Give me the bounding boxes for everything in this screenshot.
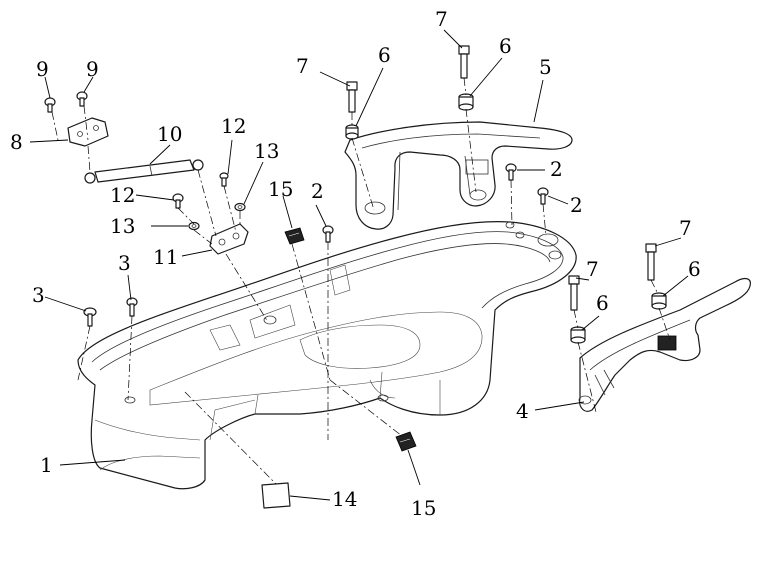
hinge-bracket-part [209, 223, 249, 255]
callout-9b: 9 [86, 57, 99, 81]
callout-10: 10 [157, 122, 182, 146]
assembly-axis-lines [51, 77, 671, 485]
screw-3a [83, 307, 97, 327]
bolt-7a [346, 81, 358, 113]
callout-2c: 2 [570, 193, 583, 217]
callout-14: 14 [332, 487, 357, 511]
callout-7a: 7 [296, 54, 309, 78]
callout-3b: 3 [118, 251, 131, 275]
screw-2c [537, 187, 549, 205]
screw-2b [505, 163, 517, 181]
storage-bin-part [77, 221, 577, 490]
washer-13b [234, 202, 246, 212]
callout-numbers: 1 2 2 2 3 3 4 5 6 6 6 6 7 7 7 7 8 9 9 10… [10, 7, 701, 520]
bolt-7c [568, 275, 580, 311]
callout-9a: 9 [36, 57, 49, 81]
callout-4: 4 [516, 399, 529, 423]
callout-12a: 12 [110, 183, 135, 207]
screw-2a [322, 225, 334, 243]
callout-1: 1 [40, 453, 53, 477]
callout-3a: 3 [32, 283, 45, 307]
callout-7b: 7 [435, 7, 448, 31]
spacer-6b [458, 93, 474, 111]
callout-2a: 2 [311, 179, 324, 203]
callout-5: 5 [539, 55, 552, 79]
callout-6d: 6 [688, 257, 701, 281]
washer-13a [188, 221, 200, 231]
bolt-7b [458, 45, 470, 79]
callout-13b: 13 [254, 139, 279, 163]
callout-11: 11 [153, 245, 178, 269]
gas-strut-part [84, 159, 204, 184]
callout-leader-lines [29, 29, 689, 501]
side-grab-rail-part [578, 277, 751, 412]
callout-12b: 12 [221, 114, 246, 138]
screw-9b [76, 91, 88, 107]
spacer-6d [651, 292, 667, 310]
spacer-6a [345, 124, 359, 140]
bracket-part [67, 117, 109, 147]
rear-grab-handle-part [344, 121, 573, 230]
fasteners [44, 45, 667, 509]
callout-6c: 6 [596, 291, 609, 315]
bolt-7d [645, 243, 657, 281]
callout-15b: 15 [411, 496, 436, 520]
callout-15a: 15 [268, 177, 293, 201]
callout-8: 8 [10, 130, 23, 154]
callout-7c: 7 [586, 257, 599, 281]
screw-3b [126, 297, 138, 317]
callout-2b: 2 [550, 157, 563, 181]
spacer-6c [570, 326, 586, 344]
screw-9a [44, 97, 56, 113]
callout-6b: 6 [499, 34, 512, 58]
callout-6a: 6 [378, 43, 391, 67]
callout-7d: 7 [679, 216, 692, 240]
screw-12b [219, 172, 229, 187]
screw-12a [172, 193, 184, 209]
label-14 [261, 482, 291, 509]
clip-15b [395, 431, 417, 452]
clip-15a [284, 227, 305, 245]
callout-13a: 13 [110, 214, 135, 238]
